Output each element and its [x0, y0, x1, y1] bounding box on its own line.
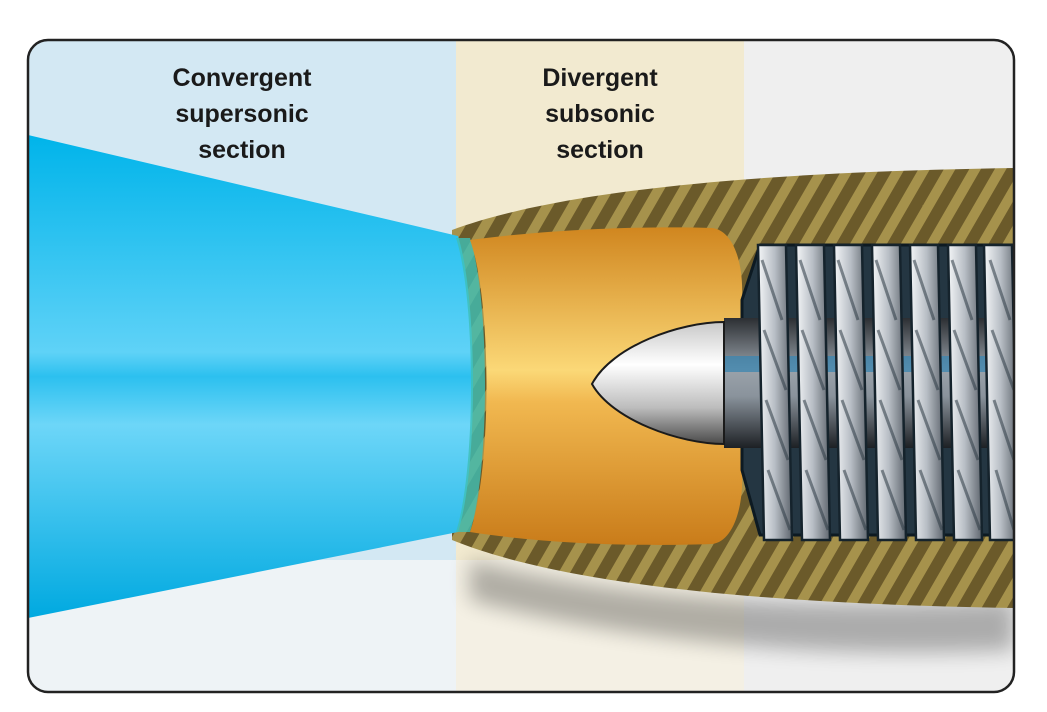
housing-shadow	[470, 560, 1014, 653]
label-line: supersonic	[175, 100, 309, 128]
compressor-blade	[946, 243, 984, 542]
label-line: subsonic	[545, 100, 655, 128]
label-line: section	[198, 136, 286, 164]
label-line: Convergent	[172, 64, 312, 92]
compressor-blade	[870, 243, 908, 542]
convergent-section-label: Convergent supersonic section	[132, 60, 352, 168]
compressor-blade	[756, 243, 794, 542]
label-line: section	[556, 136, 644, 164]
diagram-frame	[26, 38, 1016, 694]
compressor-blade	[794, 243, 832, 542]
label-line: Divergent	[542, 64, 658, 92]
spinner-cone	[590, 320, 725, 446]
compressor-blade	[832, 243, 870, 542]
divergent-section-label: Divergent subsonic section	[490, 60, 710, 168]
supersonic-airflow	[28, 135, 473, 618]
compressor-blade	[908, 243, 946, 542]
